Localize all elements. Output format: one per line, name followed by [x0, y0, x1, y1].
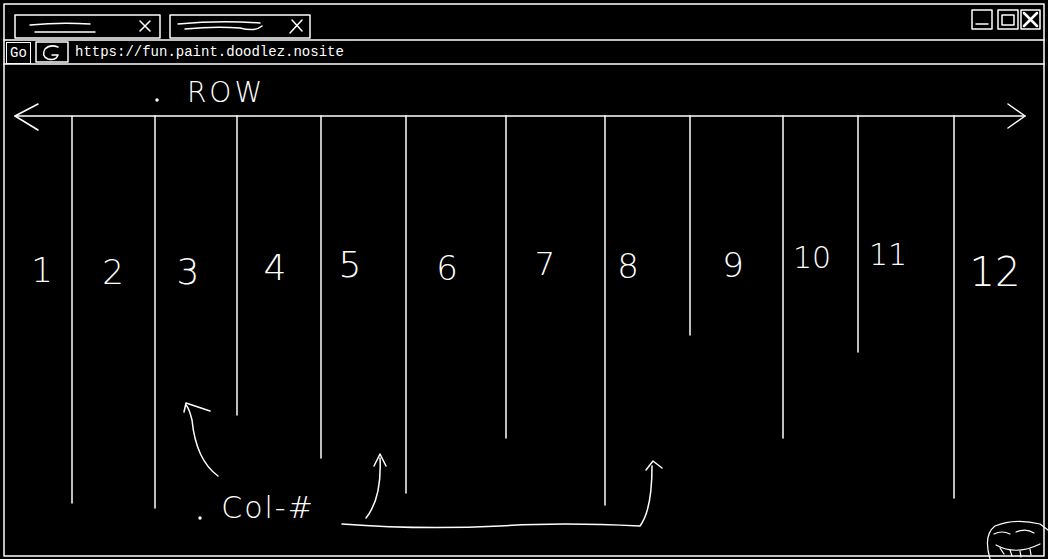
column-number: 10	[793, 243, 831, 273]
column-number: 4	[264, 250, 287, 286]
address-bar: https://fun.paint.doodlez.nosite	[72, 42, 349, 64]
row-heading: ROW	[187, 79, 265, 107]
column-number: 6	[436, 251, 458, 285]
column-number: 5	[339, 247, 362, 283]
go-button-text: Go	[7, 43, 30, 63]
go-button: Go	[6, 42, 31, 64]
column-number: 8	[617, 249, 639, 283]
column-number: 12	[970, 252, 1021, 292]
column-number: 3	[177, 254, 200, 290]
column-number: 7	[535, 248, 555, 280]
column-number: 2	[102, 255, 124, 289]
column-number: 1	[31, 253, 53, 287]
col-annotation: Col-#	[221, 493, 315, 523]
column-number: 11	[869, 240, 907, 270]
address-bar-text: https://fun.paint.doodlez.nosite	[72, 42, 349, 62]
column-number: 9	[722, 248, 744, 282]
